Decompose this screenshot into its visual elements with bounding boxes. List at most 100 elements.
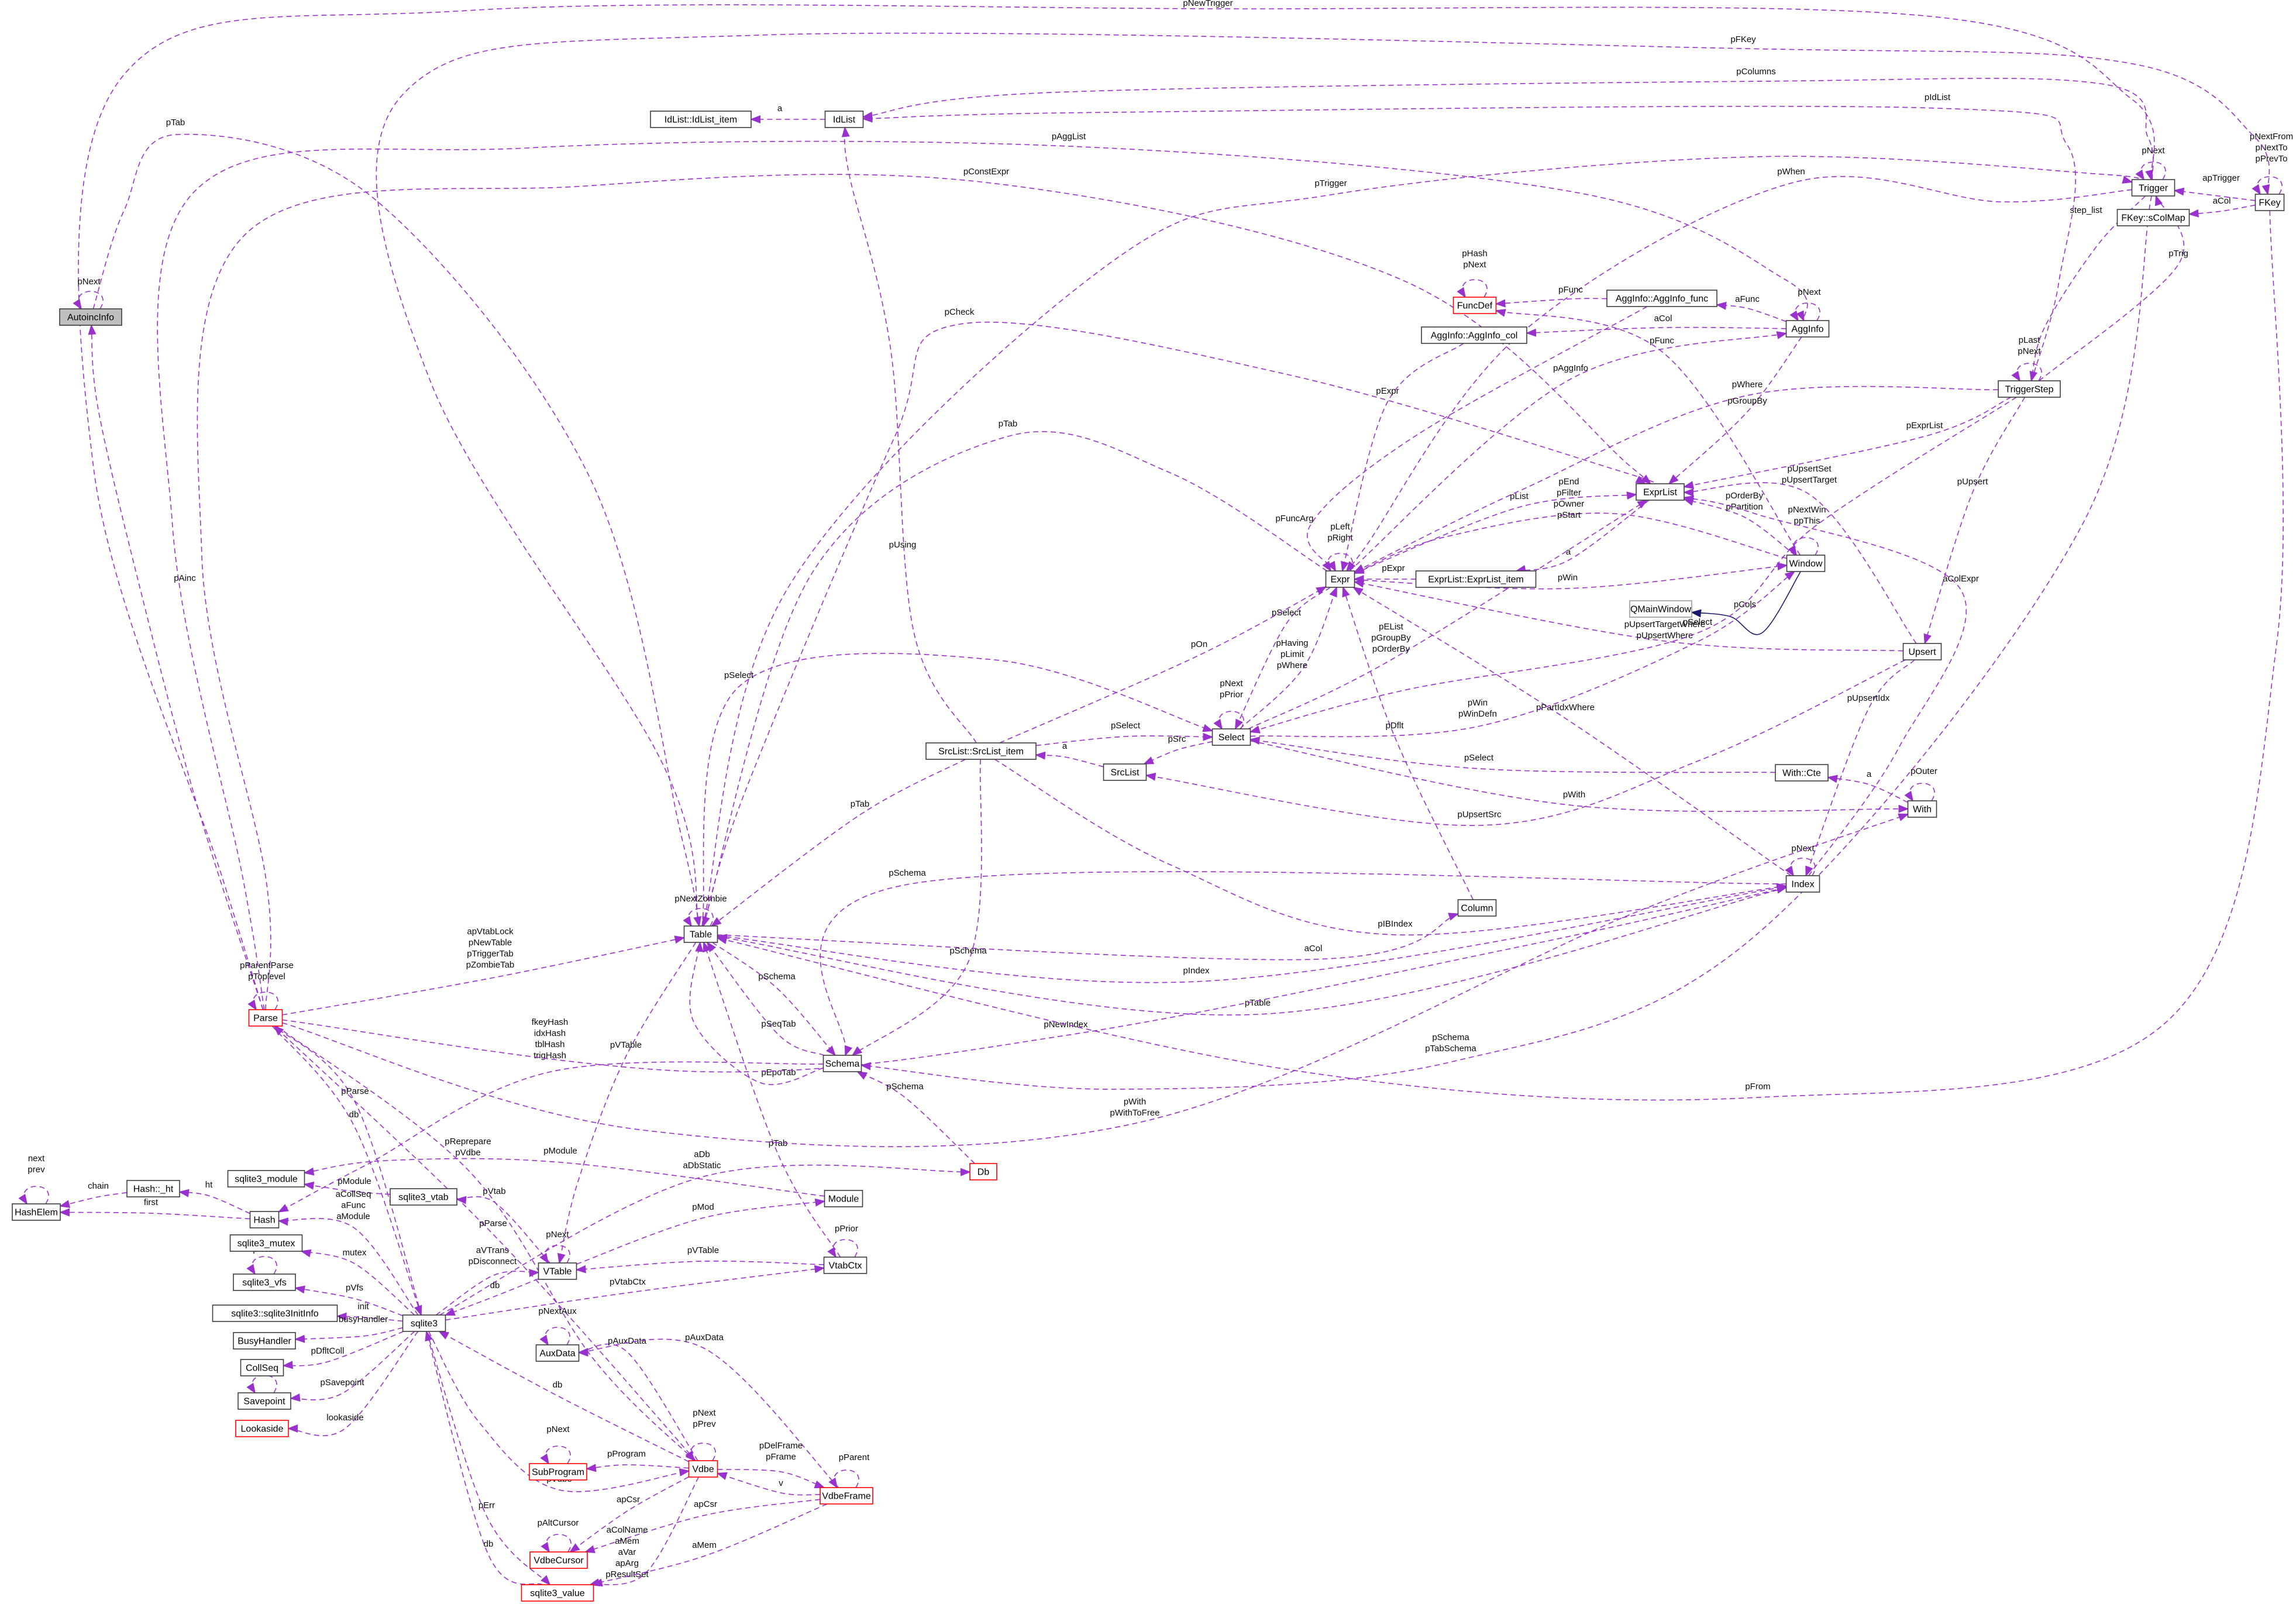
edge-Schema-Table: [706, 941, 825, 1056]
node-Hash[interactable]: Hash: [249, 1211, 280, 1228]
node-box: [1785, 320, 1830, 338]
edge-SrcListItem-Expr-label: pOn: [1191, 639, 1207, 649]
node-Select[interactable]: Select: [1211, 728, 1251, 746]
edge-Sqlite3-InitInfo-label: init: [357, 1302, 369, 1312]
node-Lookaside[interactable]: Lookaside: [235, 1420, 289, 1437]
node-Savepoint[interactable]: Savepoint: [237, 1392, 291, 1410]
node-AggCol[interactable]: AggInfo::AggInfo_col: [1421, 326, 1527, 344]
node-box: [683, 925, 718, 943]
node-box: [1998, 380, 2061, 398]
edge-Table-VTable: [557, 942, 697, 1264]
node-box: [529, 1463, 587, 1481]
node-IdList[interactable]: IdList: [824, 111, 864, 128]
node-TriggerStep[interactable]: TriggerStep: [1998, 380, 2061, 398]
edge-TriggerStep-IdList: [862, 105, 2076, 381]
edge-Table-Column-label: aCol: [1304, 944, 1323, 954]
edge-Parse-AutoincInfo-label: pAinc: [174, 573, 196, 583]
node-Expr[interactable]: Expr: [1325, 570, 1355, 588]
node-With[interactable]: With: [1907, 800, 1937, 818]
node-QMainWindow[interactable]: QMainWindow: [1629, 600, 1692, 618]
node-ExprList[interactable]: ExprList: [1636, 483, 1685, 501]
node-AggFunc[interactable]: AggInfo::AggInfo_func: [1606, 290, 1717, 307]
edge-FKey-Table: [716, 210, 2284, 1101]
node-AutoincInfo[interactable]: AutoincInfo: [59, 308, 122, 326]
node-VdbeCursor[interactable]: VdbeCursor: [529, 1551, 588, 1569]
node-Sqlite3[interactable]: sqlite3: [402, 1314, 446, 1332]
node-label: sqlite3::sqlite3InitInfo: [231, 1309, 319, 1319]
node-Trigger[interactable]: Trigger: [2131, 179, 2175, 197]
edge-Sqlite3-Vfs: [294, 1285, 403, 1316]
node-Parse[interactable]: Parse: [248, 1009, 283, 1027]
edge-self-Vdbe: [685, 1443, 716, 1462]
node-ExprListItem[interactable]: ExprList::ExprList_item: [1415, 570, 1537, 588]
edge-Db-Schema: [856, 1071, 975, 1164]
edge-TriggerStep-Trigger: [2039, 195, 2185, 381]
node-Db[interactable]: Db: [969, 1163, 997, 1180]
node-FuncDef[interactable]: FuncDef: [1452, 297, 1497, 314]
edge-Table-Select: [701, 653, 1214, 927]
edge-self-VTable: [539, 1245, 570, 1264]
node-box: [390, 1188, 457, 1206]
node-Vtab[interactable]: sqlite3_vtab: [390, 1188, 457, 1206]
edge-self-AuxData: [539, 1327, 570, 1346]
edge-VdbeFrame-AuxData-label: pAuxData: [685, 1333, 724, 1343]
node-Module[interactable]: Module: [824, 1190, 863, 1207]
edge-Sqlite3-VtabCtx-label: pVtabCtx: [610, 1277, 646, 1287]
node-Vfs[interactable]: sqlite3_vfs: [233, 1273, 296, 1291]
node-InitInfo[interactable]: sqlite3::sqlite3InitInfo: [212, 1304, 338, 1322]
edge-Table-Schema: [712, 942, 837, 1056]
node-Window[interactable]: Window: [1786, 555, 1826, 572]
node-SrcListItem[interactable]: SrcList::SrcList_item: [925, 742, 1037, 760]
edge-With-WithCte-label: a: [1867, 769, 1872, 779]
edge-Sqlite3-Sqlite3Value: [426, 1331, 551, 1586]
node-Sqlite3Module[interactable]: sqlite3_module: [227, 1170, 305, 1187]
node-IdListItem[interactable]: IdList::IdList_item: [650, 111, 752, 128]
edge-Sqlite3-VtabCtx: [445, 1265, 825, 1321]
node-BusyHandler[interactable]: BusyHandler: [233, 1332, 296, 1350]
node-Index[interactable]: Index: [1785, 875, 1820, 893]
edge-VdbeFrame-VdbeCursor: [584, 1499, 821, 1553]
edge-VdbeFrame-Sqlite3Value-label: aMem: [692, 1540, 717, 1550]
node-Table[interactable]: Table: [683, 925, 718, 943]
node-WithCte[interactable]: With::Cte: [1775, 764, 1829, 782]
edge-SrcListItem-Schema: [851, 759, 982, 1056]
node-HashHt[interactable]: Hash::_ht: [126, 1180, 180, 1197]
node-box: [12, 1203, 61, 1221]
edge-self-Vfs: [246, 1256, 277, 1275]
node-box: [824, 1190, 863, 1207]
node-VdbeFrame[interactable]: VdbeFrame: [820, 1487, 873, 1505]
node-Upsert[interactable]: Upsert: [1902, 643, 1942, 660]
node-FKeyColMap[interactable]: FKey::sColMap: [2116, 209, 2190, 226]
edge-VTable-Vtab-label: pVtab: [483, 1186, 505, 1196]
edge-Select-Window: [1250, 570, 1796, 738]
node-label: Savepoint: [243, 1397, 285, 1407]
node-FKey[interactable]: FKey: [2254, 194, 2285, 211]
edge-self-Index-label: pNext: [1791, 844, 1815, 853]
node-HashElem[interactable]: HashElem: [12, 1203, 61, 1221]
edge-AutoincInfo-Table: [92, 133, 701, 927]
node-Schema[interactable]: Schema: [822, 1055, 862, 1072]
node-label: AggInfo::AggInfo_func: [1616, 294, 1708, 304]
node-VtabCtx[interactable]: VtabCtx: [823, 1257, 868, 1274]
node-Vdbe[interactable]: Vdbe: [688, 1460, 718, 1478]
node-CollSeq[interactable]: CollSeq: [240, 1359, 284, 1376]
node-box: [1907, 800, 1937, 818]
node-label: sqlite3_mutex: [237, 1239, 295, 1249]
edge-VtabCtx-Table: [703, 941, 841, 1258]
node-AuxData[interactable]: AuxData: [535, 1344, 580, 1362]
node-AggInfo[interactable]: AggInfo: [1785, 320, 1830, 338]
node-Sqlite3Value[interactable]: sqlite3_value: [521, 1584, 594, 1602]
node-VTable[interactable]: VTable: [538, 1262, 577, 1280]
edge-Table-Trigger-label: pTrigger: [1314, 178, 1347, 188]
node-Mutex[interactable]: sqlite3_mutex: [229, 1234, 303, 1252]
edge-Vdbe-SubProgram-label: pProgram: [607, 1449, 646, 1459]
node-SubProgram[interactable]: SubProgram: [529, 1463, 587, 1481]
node-Column[interactable]: Column: [1457, 899, 1497, 917]
node-box: [529, 1551, 588, 1569]
node-SrcList[interactable]: SrcList: [1103, 763, 1147, 781]
